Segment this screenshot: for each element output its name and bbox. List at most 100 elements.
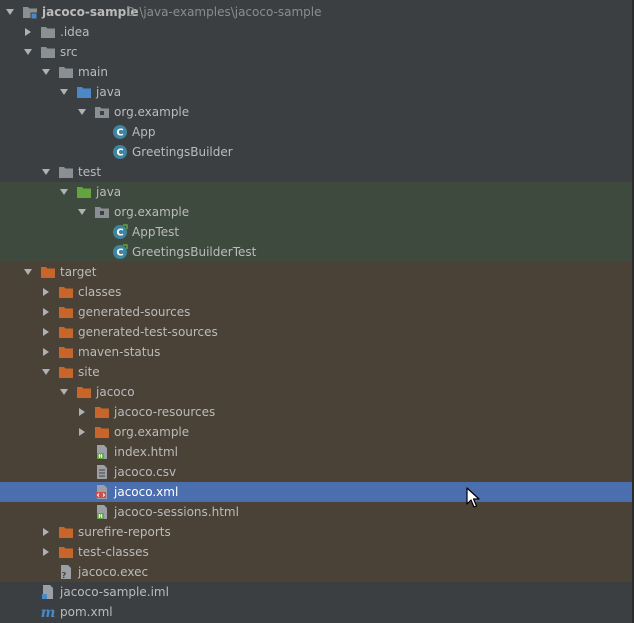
tree-row-jacoco-sessions[interactable]: H jacoco-sessions.html (0, 502, 632, 522)
chevron-down-icon[interactable] (40, 62, 52, 82)
tree-row-jacoco-exec[interactable]: ? jacoco.exec (0, 562, 632, 582)
test-source-folder-icon (76, 184, 92, 200)
tree-row-jacoco-csv[interactable]: jacoco.csv (0, 462, 632, 482)
tree-row-surefire-reports[interactable]: surefire-reports (0, 522, 632, 542)
chevron-down-icon[interactable] (76, 102, 88, 122)
excluded-folder-icon (40, 264, 56, 280)
tree-item-label: site (78, 365, 100, 379)
chevron-right-icon[interactable] (40, 302, 52, 322)
tree-item-label: jacoco-sample (42, 5, 139, 19)
tree-item-label: index.html (114, 445, 178, 459)
mouse-pointer-icon (466, 487, 480, 508)
tree-item-label: AppTest (132, 225, 180, 239)
tree-row-target[interactable]: target (0, 262, 632, 282)
tree-item-label: jacoco.csv (114, 465, 177, 479)
unknown-file-icon: ? (58, 564, 74, 580)
java-class-icon: C (112, 124, 128, 140)
tree-item-label: GreetingsBuilderTest (132, 245, 257, 259)
source-folder-icon (76, 84, 92, 100)
module-folder-icon (22, 4, 38, 20)
tree-row-classes[interactable]: classes (0, 282, 632, 302)
tree-row-pom[interactable]: m pom.xml (0, 602, 632, 622)
tree-row-main[interactable]: main (0, 62, 632, 82)
excluded-folder-icon (94, 424, 110, 440)
tree-item-label: jacoco.xml (114, 485, 179, 499)
tree-row-generated-sources[interactable]: generated-sources (0, 302, 632, 322)
html-file-icon: H (94, 444, 110, 460)
chevron-down-icon[interactable] (22, 262, 34, 282)
tree-row-idea[interactable]: .idea (0, 22, 632, 42)
tree-item-label: org.example (114, 425, 190, 439)
tree-row-greetingsbuilder[interactable]: C GreetingsBuilder (0, 142, 632, 162)
tree-item-label: jacoco-resources (114, 405, 216, 419)
tree-row-jacoco[interactable]: jacoco (0, 382, 632, 402)
tree-item-label: jacoco.exec (78, 565, 149, 579)
tree-row-index-html[interactable]: H index.html (0, 442, 632, 462)
html-file-icon: H (94, 504, 110, 520)
test-class-icon: C (112, 244, 128, 260)
svg-text:C: C (116, 228, 123, 239)
tree-row-app[interactable]: C App (0, 122, 632, 142)
tree-row-jacoco-resources[interactable]: jacoco-resources (0, 402, 632, 422)
folder-icon (58, 64, 74, 80)
tree-row-maven-status[interactable]: maven-status (0, 342, 632, 362)
excluded-folder-icon (58, 364, 74, 380)
tree-row-src[interactable]: src (0, 42, 632, 62)
tree-row-iml[interactable]: jacoco-sample.iml (0, 582, 632, 602)
excluded-folder-icon (76, 384, 92, 400)
tree-row-generated-test-sources[interactable]: generated-test-sources (0, 322, 632, 342)
package-icon (94, 104, 110, 120)
java-class-icon: C (112, 144, 128, 160)
chevron-down-icon[interactable] (76, 202, 88, 222)
chevron-right-icon[interactable] (40, 322, 52, 342)
tree-item-label: maven-status (78, 345, 161, 359)
tree-item-label: test (78, 165, 102, 179)
tree-item-label: src (60, 45, 78, 59)
chevron-down-icon[interactable] (58, 382, 70, 402)
tree-row-root[interactable]: jacoco-sample D:\java-examples\jacoco-sa… (0, 2, 632, 22)
folder-icon (58, 164, 74, 180)
tree-row-site-package[interactable]: org.example (0, 422, 632, 442)
chevron-right-icon[interactable] (76, 402, 88, 422)
project-path: D:\java-examples\jacoco-sample (126, 5, 322, 19)
tree-row-test-package[interactable]: org.example (0, 202, 632, 222)
tree-row-test-classes[interactable]: test-classes (0, 542, 632, 562)
tree-item-label: java (96, 185, 122, 199)
chevron-down-icon[interactable] (58, 182, 70, 202)
tree-item-label: surefire-reports (78, 525, 171, 539)
svg-text:C: C (116, 128, 123, 139)
chevron-right-icon[interactable] (40, 342, 52, 362)
tree-row-apptest[interactable]: C AppTest (0, 222, 632, 242)
tree-item-label: GreetingsBuilder (132, 145, 233, 159)
chevron-right-icon[interactable] (76, 422, 88, 442)
chevron-right-icon[interactable] (22, 22, 34, 42)
tree-item-label: target (60, 265, 97, 279)
iml-file-icon (40, 584, 56, 600)
chevron-right-icon[interactable] (40, 522, 52, 542)
tree-item-label: org.example (114, 105, 190, 119)
tree-item-label: App (132, 125, 156, 139)
tree-item-label: .idea (60, 25, 90, 39)
tree-row-greetingsbuildertest[interactable]: C GreetingsBuilderTest (0, 242, 632, 262)
chevron-down-icon[interactable] (22, 42, 34, 62)
svg-text:H: H (98, 454, 102, 460)
excluded-folder-icon (58, 524, 74, 540)
package-icon (94, 204, 110, 220)
tree-row-jacoco-xml[interactable]: jacoco.xml (0, 482, 632, 502)
tree-row-main-package[interactable]: org.example (0, 102, 632, 122)
chevron-right-icon[interactable] (40, 282, 52, 302)
tree-item-label: jacoco-sample.iml (60, 585, 169, 599)
tree-row-site[interactable]: site (0, 362, 632, 382)
chevron-down-icon[interactable] (4, 2, 16, 22)
tree-row-test[interactable]: test (0, 162, 632, 182)
tree-item-label: jacoco-sessions.html (114, 505, 239, 519)
tree-item-label: test-classes (78, 545, 149, 559)
chevron-right-icon[interactable] (40, 542, 52, 562)
chevron-down-icon[interactable] (58, 82, 70, 102)
chevron-down-icon[interactable] (40, 362, 52, 382)
tree-item-label: jacoco (96, 385, 135, 399)
chevron-down-icon[interactable] (40, 162, 52, 182)
tree-row-main-java[interactable]: java (0, 82, 632, 102)
tree-row-test-java[interactable]: java (0, 182, 632, 202)
